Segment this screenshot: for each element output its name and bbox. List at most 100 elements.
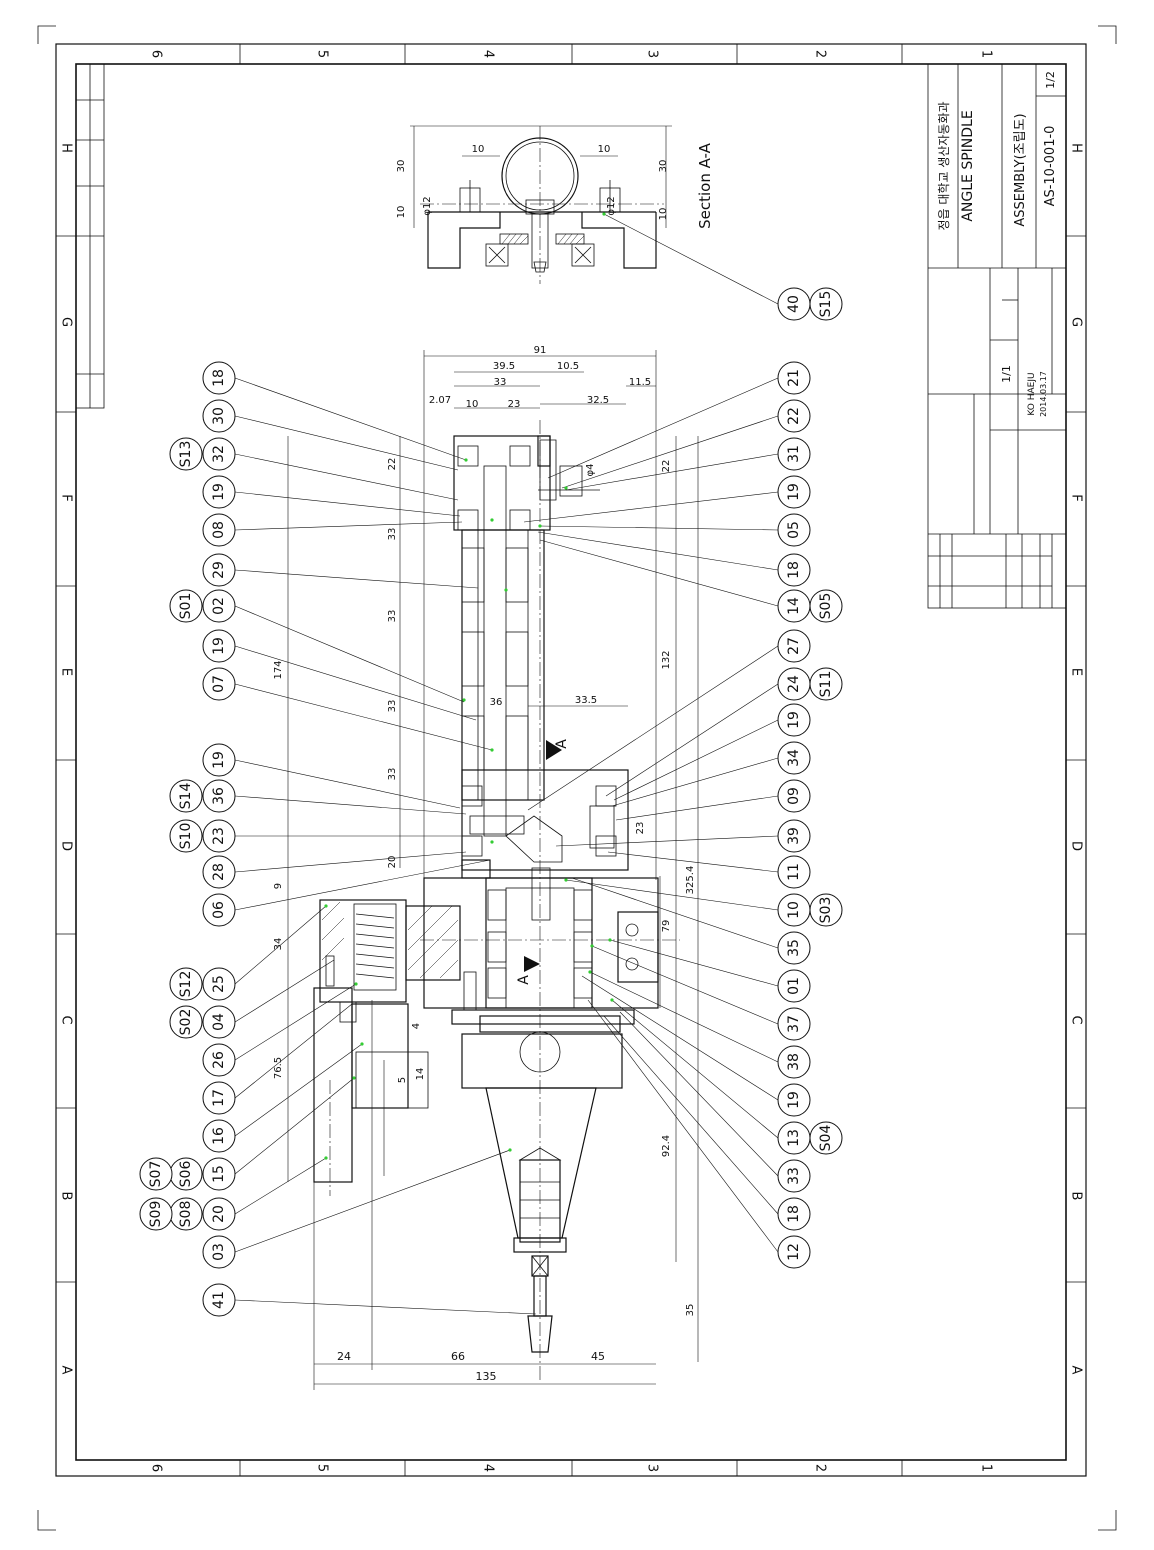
zone-row-label: E: [1069, 668, 1084, 676]
part-balloon: 35: [777, 931, 811, 965]
balloon-circle: [202, 893, 236, 927]
part-balloon: 12: [777, 1235, 811, 1269]
balloon-circle: [777, 855, 811, 889]
part-balloon: 19: [202, 475, 236, 509]
part-balloon: 13: [777, 1121, 811, 1155]
title-assembly: ASSEMBLY(조립도): [1013, 113, 1028, 226]
section-dim-10-a: 10: [472, 144, 485, 155]
title-block-text: 정읍 대학교 생산자동화과 ANGLE SPINDLE ASSEMBLY(조립도…: [937, 71, 1058, 417]
part-balloon: 03: [202, 1235, 236, 1269]
balloon-label: 35: [786, 939, 802, 957]
part-balloon: 05: [777, 513, 811, 547]
zone-column-label: 2: [813, 1464, 828, 1472]
zone-row-label: E: [59, 668, 74, 676]
balloon-circle: [202, 1197, 236, 1231]
balloon-label: S08: [178, 1201, 194, 1228]
balloon-label: 30: [211, 407, 227, 425]
balloon-circle: [777, 437, 811, 471]
balloon-circle: [202, 1157, 236, 1191]
balloon-label: S14: [178, 783, 194, 810]
top-dimension: 32.5: [587, 395, 609, 406]
zone-column-label: 6: [149, 50, 164, 58]
balloon-label: 29: [211, 561, 227, 579]
top-dimension: 11.5: [629, 377, 651, 388]
balloon-circle: [202, 1283, 236, 1317]
part-balloon: 30: [202, 399, 236, 433]
balloon-label: 09: [786, 787, 802, 805]
top-dimension: 2.07: [429, 395, 451, 406]
zone-row-label: G: [59, 317, 74, 327]
top-dimension: φ4: [585, 464, 596, 477]
balloon-label: S10: [178, 823, 194, 850]
zone-ticks: [56, 44, 1086, 1476]
balloon-circle: [777, 741, 811, 775]
zone-column-label: 1: [979, 1464, 994, 1472]
part-balloon: 19: [777, 475, 811, 509]
balloon-circle: [809, 589, 843, 623]
balloon-label: 25: [211, 975, 227, 993]
section-dim-phi12-right: φ12: [606, 196, 617, 215]
standard-part-balloon: S04: [809, 1121, 843, 1155]
balloon-circle: [202, 779, 236, 813]
part-balloon: 02: [202, 589, 236, 623]
standard-part-balloon: S06: [169, 1157, 203, 1191]
balloon-circle: [202, 743, 236, 777]
section-dim-phi12-left: φ12: [422, 196, 433, 215]
balloon-label: 03: [211, 1243, 227, 1261]
balloon-circle: [202, 475, 236, 509]
balloon-label: 27: [786, 637, 802, 655]
top-dimension: 33: [494, 377, 507, 388]
part-balloon: 38: [777, 1045, 811, 1079]
left-dimension: 33: [387, 610, 398, 623]
dimension-lines: [287, 350, 699, 1390]
corner-marks: [37, 25, 1117, 1531]
zone-column-label: 4: [481, 50, 496, 58]
zone-column-label: 3: [645, 1464, 660, 1472]
zone-row-label: F: [1069, 494, 1084, 501]
right-dimension: 33.5: [575, 695, 597, 706]
standard-part-balloon: S13: [169, 437, 203, 471]
balloon-circle: [169, 437, 203, 471]
top-dimension: 23: [508, 399, 521, 410]
balloon-label: 04: [211, 1013, 227, 1031]
balloon-label: 20: [211, 1205, 227, 1223]
part-balloon: 01: [777, 969, 811, 1003]
zone-row-label: H: [59, 143, 74, 153]
balloon-label: 32: [211, 445, 227, 463]
balloon-circle: [202, 1119, 236, 1153]
part-balloon: 36: [202, 779, 236, 813]
zone-row-label: C: [1069, 1015, 1084, 1024]
part-balloon: 19: [202, 743, 236, 777]
balloon-circle: [202, 553, 236, 587]
balloon-label: 34: [786, 749, 802, 767]
balloon-circle: [202, 513, 236, 547]
standard-part-balloon: S07: [139, 1157, 173, 1191]
standard-part-balloon: S02: [169, 1005, 203, 1039]
part-bubbles: 1830321908290219071936232806250426171615…: [139, 287, 843, 1317]
balloon-label: S04: [818, 1125, 834, 1152]
standard-part-balloon: S05: [809, 589, 843, 623]
part-balloon: 24: [777, 667, 811, 701]
balloon-label: 36: [211, 787, 227, 805]
balloon-label: 05: [786, 521, 802, 539]
zone-row-label: C: [59, 1015, 74, 1024]
balloon-label: 41: [211, 1291, 227, 1309]
balloon-circle: [202, 629, 236, 663]
balloon-label: 22: [786, 407, 802, 425]
right-dimension: 79: [661, 920, 672, 933]
bottom-dimension: 24: [337, 1350, 351, 1363]
balloon-circle: [809, 287, 843, 321]
zone-column-label: 4: [481, 1464, 496, 1472]
balloon-circle: [202, 667, 236, 701]
left-dimension: 34: [273, 938, 284, 951]
balloon-label: 14: [786, 597, 802, 615]
balloon-label: S15: [818, 291, 834, 318]
balloon-circle: [202, 399, 236, 433]
part-balloon: 18: [777, 553, 811, 587]
part-balloon: 22: [777, 399, 811, 433]
main-assembly-view: A A: [313, 420, 680, 1380]
designer-name: KO HAEJU: [1027, 372, 1037, 415]
zone-row-label: D: [1069, 841, 1084, 851]
balloon-circle: [202, 1235, 236, 1269]
